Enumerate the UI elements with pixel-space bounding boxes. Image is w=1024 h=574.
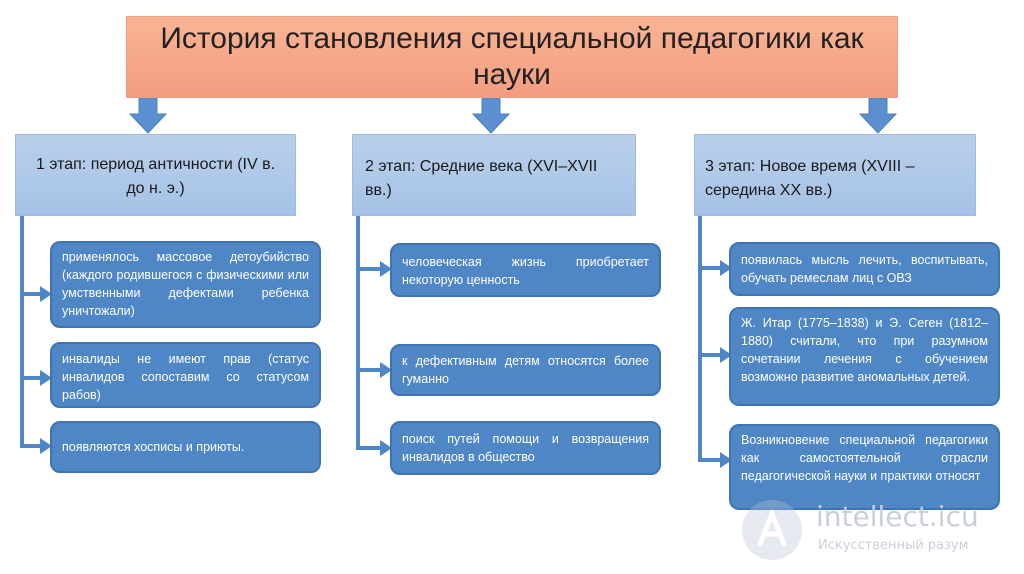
watermark: intellect.icu Искусственный разум xyxy=(738,498,1018,562)
watermark-main-text: intellect.icu xyxy=(816,500,979,533)
stage-1-item-2-text: инвалиды не имеют прав (статус инвалидов… xyxy=(62,352,309,402)
diagram-title: История становления специальной педагоги… xyxy=(126,16,898,98)
stage-3-item-2-text: Ж. Итар (1775–1838) и Э. Сеген (1812–188… xyxy=(741,316,988,384)
stage-3-item-1: появилась мысль лечить, воспитывать, обу… xyxy=(729,242,1000,296)
arrowhead-s2-2 xyxy=(380,362,392,378)
connector-stage2-item3 xyxy=(356,370,384,450)
stage-1-item-3: появляются хосписы и приюты. xyxy=(50,421,321,473)
stage-2-item-2-text: к дефективным детям относятся более гума… xyxy=(402,354,649,386)
stage-1-box: 1 этап: период античности (IV в. до н. э… xyxy=(15,134,296,216)
diagram-title-text: История становления специальной педагоги… xyxy=(160,22,864,91)
stage-2-box: 2 этап: Средние века (XVI–XVII вв.) xyxy=(352,134,636,216)
stage-3-item-3-text: Возникновение специальной педагогики как… xyxy=(741,433,988,483)
connector-stage1-item2 xyxy=(20,294,44,380)
down-arrow-stage3 xyxy=(858,98,898,134)
arrowhead-s3-2 xyxy=(720,347,732,363)
stage-2-item-2: к дефективным детям относятся более гума… xyxy=(390,344,661,396)
stage-2-item-1: человеческая жизнь приобретает некоторую… xyxy=(390,243,661,297)
stage-2-label: 2 этап: Средние века (XVI–XVII вв.) xyxy=(365,158,598,199)
arrowhead-s2-1 xyxy=(380,261,392,277)
stage-2-item-1-text: человеческая жизнь приобретает некоторую… xyxy=(402,255,649,287)
stage-3-label: 3 этап: Новое время (XVIII – середина XX… xyxy=(705,158,915,199)
stage-3-item-3: Возникновение специальной педагогики как… xyxy=(729,424,1000,510)
arrowhead-s1-3 xyxy=(40,438,52,454)
arrowhead-s1-2 xyxy=(40,370,52,386)
stage-3-box: 3 этап: Новое время (XVIII – середина XX… xyxy=(694,134,976,216)
connector-stage2-item1 xyxy=(356,216,384,271)
down-arrow-stage1 xyxy=(128,98,168,134)
arrowhead-s1-1 xyxy=(40,286,52,302)
connector-stage3-item1 xyxy=(698,216,724,270)
arrowhead-s3-3 xyxy=(720,452,732,468)
down-arrow-stage2 xyxy=(471,98,511,134)
stage-2-item-3-text: поиск путей помощи и возвращения инвалид… xyxy=(402,432,649,464)
arrowhead-s3-1 xyxy=(720,260,732,276)
stage-1-label: 1 этап: период античности (IV в. до н. э… xyxy=(35,156,276,197)
connector-stage1-item1 xyxy=(20,216,44,296)
stage-1-item-3-text: появляются хосписы и приюты. xyxy=(62,440,245,454)
stage-1-item-1-text: применялось массовое детоубийство (каждо… xyxy=(62,250,309,318)
brain-logo-icon xyxy=(742,500,802,560)
watermark-sub-text: Искусственный разум xyxy=(818,538,969,553)
connector-stage2-item2 xyxy=(356,269,384,372)
arrowhead-s2-3 xyxy=(380,440,392,456)
connector-stage1-item3 xyxy=(20,378,44,448)
stage-3-item-2: Ж. Итар (1775–1838) и Э. Сеген (1812–188… xyxy=(729,307,1000,406)
stage-1-item-1: применялось массовое детоубийство (каждо… xyxy=(50,241,321,328)
connector-stage3-item2 xyxy=(698,268,724,357)
stage-1-item-2: инвалиды не имеют прав (статус инвалидов… xyxy=(50,342,321,408)
stage-2-item-3: поиск путей помощи и возвращения инвалид… xyxy=(390,421,661,475)
connector-stage3-item3 xyxy=(698,355,724,462)
stage-3-item-1-text: появилась мысль лечить, воспитывать, обу… xyxy=(741,253,988,285)
